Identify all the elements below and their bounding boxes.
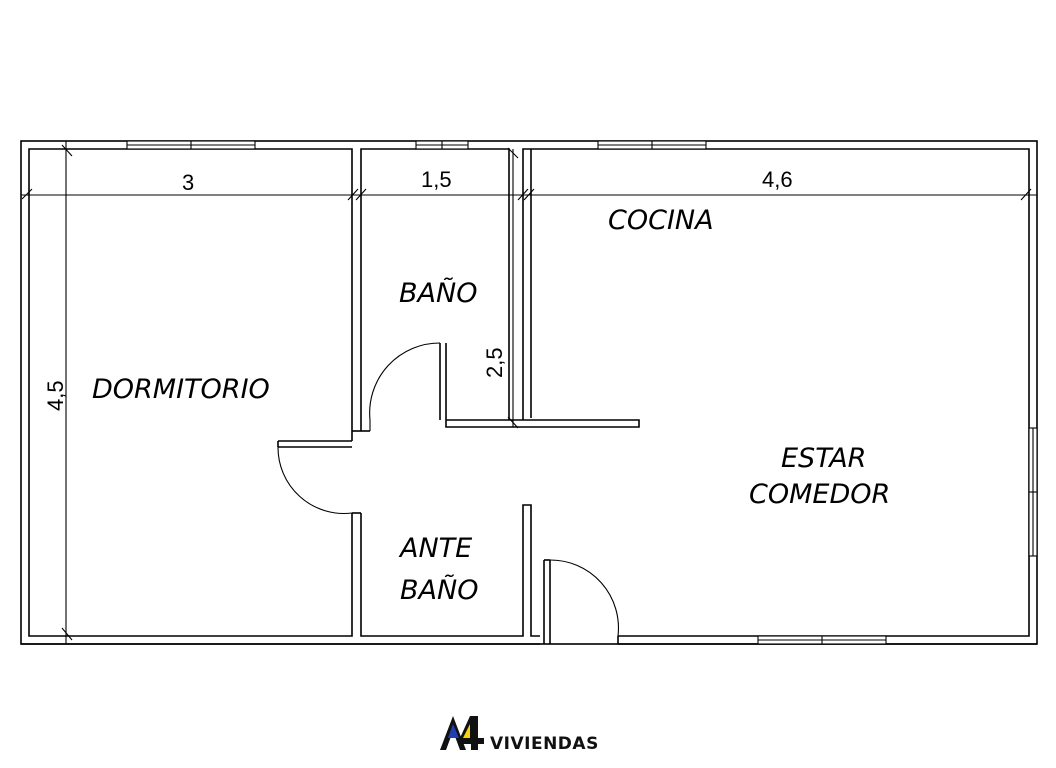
- dim-estar-width: 4,6: [762, 167, 793, 192]
- logo-4-shape: [460, 716, 484, 750]
- dimension-lines: [21, 141, 1037, 644]
- room-label-comedor: COMEDOR: [749, 479, 890, 510]
- windows: [126, 140, 1038, 645]
- room-label-ante: ANTE: [398, 533, 472, 564]
- room-label-dormitorio: DORMITORIO: [92, 374, 270, 405]
- door-bano: [369, 342, 441, 431]
- room-label-estar: ESTAR: [781, 443, 866, 474]
- dim-dormitorio-width: 3: [182, 170, 194, 195]
- brand-logo: VIVIENDAS: [440, 716, 599, 754]
- brand-name: VIVIENDAS: [490, 734, 599, 754]
- room-label-bano: BAÑO: [399, 277, 477, 309]
- logo-yellow-icon: [463, 724, 470, 738]
- door-entrada: [549, 559, 620, 637]
- inner-walls: [28, 148, 1030, 644]
- logo-a-blue-icon: [448, 724, 459, 738]
- outer-walls: [20, 140, 1038, 645]
- door-dormitorio: [277, 446, 353, 515]
- dim-total-depth: 4,5: [43, 380, 68, 411]
- room-label-cocina: COCINA: [608, 205, 714, 236]
- logo-a-shape: [440, 716, 466, 750]
- dim-bano-width: 1,5: [421, 167, 452, 192]
- room-label-ante-bano: BAÑO: [400, 574, 478, 606]
- doors: [277, 342, 620, 637]
- dim-bano-depth: 2,5: [482, 347, 507, 378]
